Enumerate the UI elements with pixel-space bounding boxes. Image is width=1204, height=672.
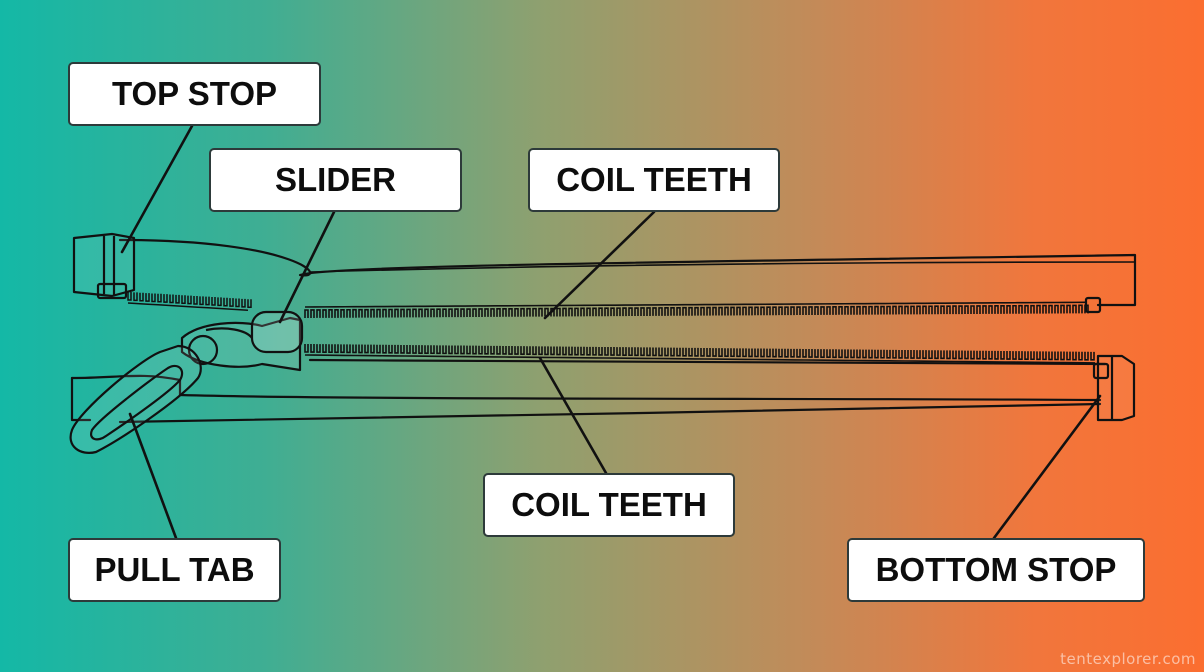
teeth-left-edge (127, 302, 249, 311)
slider-part (180, 310, 304, 372)
bottom-tape-left (70, 376, 92, 422)
coil-teeth-bottom-row (304, 344, 1096, 364)
label-coil-teeth-top: COIL TEETH (528, 148, 780, 212)
bottom-stop-part (1092, 354, 1136, 422)
teeth-bottom-coil (304, 344, 1095, 361)
leader-pull-tab (128, 412, 178, 540)
bottom-tape (70, 358, 1107, 402)
teeth-top-edge (304, 301, 1086, 308)
teeth-top-coil (304, 304, 1089, 318)
label-slider: SLIDER (209, 148, 462, 212)
leader-lines (120, 124, 1102, 540)
top-tape-inner-edge (309, 261, 1136, 273)
watermark-text: tentexplorer.com (1060, 650, 1196, 668)
teeth-left-coil (127, 292, 252, 308)
leader-coil-top (543, 210, 656, 320)
teeth-bottom-edge (304, 354, 1096, 364)
leader-top-stop (120, 124, 194, 254)
leader-slider (278, 210, 336, 324)
label-top-stop: TOP STOP (68, 62, 321, 126)
coil-teeth-top-row (304, 301, 1089, 318)
label-bottom-stop: BOTTOM STOP (847, 538, 1145, 602)
leader-coil-bottom (538, 356, 608, 475)
label-pull-tab: PULL TAB (68, 538, 281, 602)
top-tape (118, 238, 1137, 307)
leader-bottom-stop (992, 394, 1102, 540)
top-stop-part (72, 232, 136, 300)
pull-tab-part (69, 334, 219, 454)
label-coil-teeth-bottom: COIL TEETH (483, 473, 735, 537)
bottom-tape-lower (118, 402, 1102, 424)
top-right-stop-part (1084, 296, 1102, 314)
coil-teeth-left-segment (127, 292, 252, 311)
